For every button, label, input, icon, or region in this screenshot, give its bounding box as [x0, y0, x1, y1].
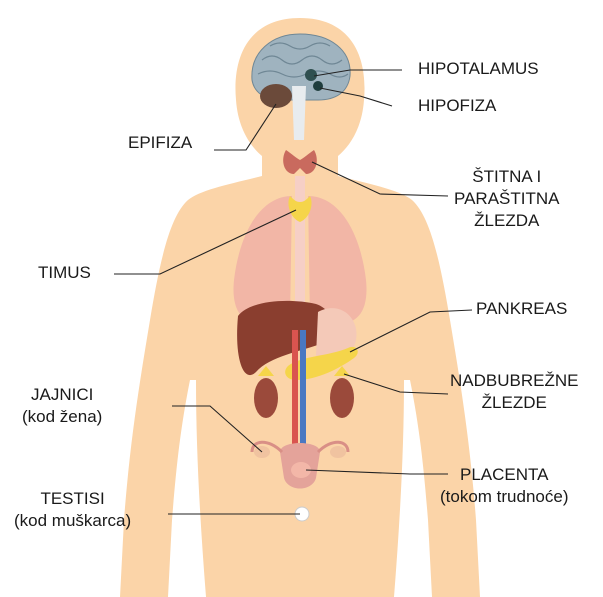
left-kidney [254, 378, 278, 418]
label-testisi: TESTISI (kod muškarca) [14, 488, 131, 532]
hypothalamus-icon [305, 69, 317, 81]
label-jajnici: JAJNICI (kod žena) [22, 384, 102, 428]
label-nadbubrezne-line1: NADBUBREŽNE [450, 370, 578, 392]
vena-cava [300, 330, 306, 450]
label-hipofiza: HIPOFIZA [418, 95, 496, 117]
label-jajnici-line2: (kod žena) [22, 406, 102, 428]
label-nadbubrezne: NADBUBREŽNE ŽLEZDE [450, 370, 578, 414]
label-placenta-line2: (tokom trudnoće) [440, 486, 569, 508]
label-stitna-line3: ŽLEZDA [454, 210, 559, 232]
label-jajnici-line1: JAJNICI [22, 384, 102, 406]
label-placenta: PLACENTA (tokom trudnoće) [440, 464, 569, 508]
brainstem-icon [292, 86, 306, 140]
aorta [292, 330, 298, 450]
label-nadbubrezne-line2: ŽLEZDE [450, 392, 578, 414]
right-kidney [330, 378, 354, 418]
right-ovary-icon [330, 446, 346, 458]
label-hipotalamus: HIPOTALAMUS [418, 58, 539, 80]
pituitary-icon [313, 81, 323, 91]
label-testisi-line1: TESTISI [14, 488, 131, 510]
label-pankreas: PANKREAS [476, 298, 567, 320]
label-stitna: ŠTITNA I PARAŠTITNA ŽLEZDA [454, 166, 559, 232]
label-placenta-line1: PLACENTA [440, 464, 569, 486]
label-timus: TIMUS [38, 262, 91, 284]
label-testisi-line2: (kod muškarca) [14, 510, 131, 532]
label-stitna-line1: ŠTITNA I [454, 166, 559, 188]
label-stitna-line2: PARAŠTITNA [454, 188, 559, 210]
label-epifiza: EPIFIZA [128, 132, 192, 154]
